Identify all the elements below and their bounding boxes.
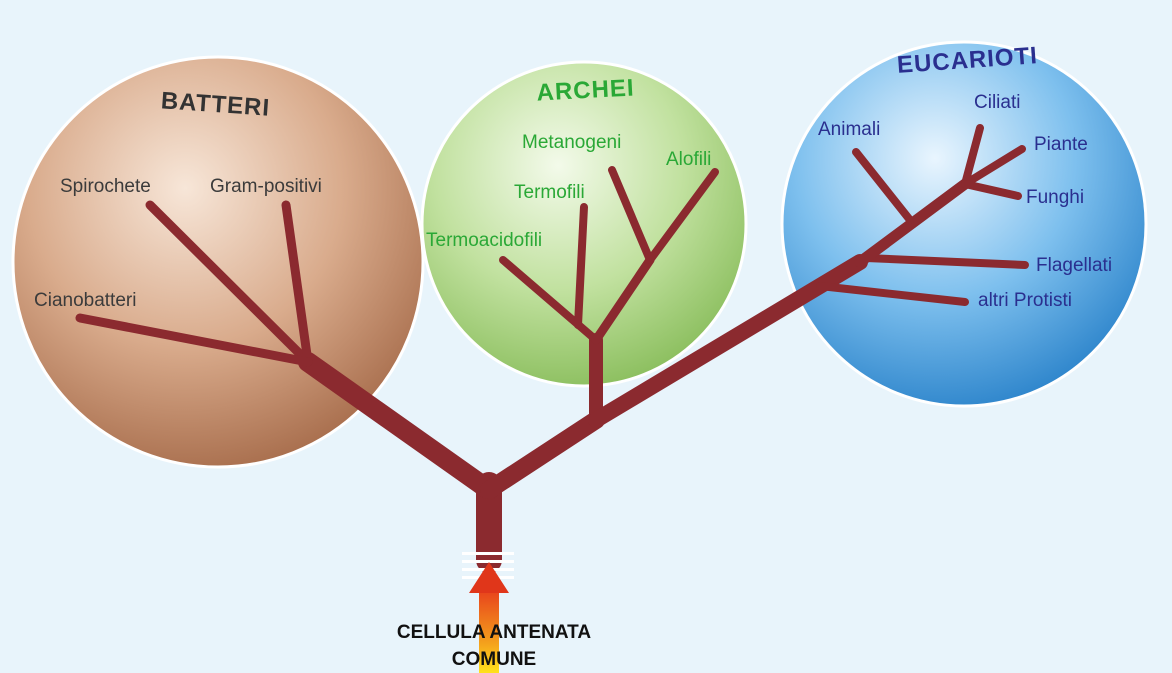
root-label-line1: CELLULA ANTENATA [397, 622, 591, 643]
leaf-spirochete: Spirochete [60, 176, 151, 197]
leaf-metanogeni: Metanogeni [522, 132, 621, 153]
leaf-funghi: Funghi [1026, 187, 1084, 208]
root-label-line2: COMUNE [452, 649, 536, 670]
archaea-title: ARCHEI [536, 74, 635, 106]
right-main-branch [489, 420, 596, 490]
leaf-cianobatteri: Cianobatteri [34, 290, 136, 311]
leaf-gram-positivi: Gram-positivi [210, 176, 322, 197]
leaf-animali: Animali [818, 119, 880, 140]
leaf-alofili: Alofili [666, 149, 711, 170]
leaf-termoacidofili: Termoacidofili [426, 230, 542, 251]
leaf-altri-protisti: altri Protisti [978, 290, 1072, 311]
leaf-piante: Piante [1034, 134, 1088, 155]
leaf-flagellati: Flagellati [1036, 255, 1112, 276]
leaf-ciliati: Ciliati [974, 92, 1020, 113]
eukaryote-sphere [782, 42, 1146, 406]
leaf-termofili: Termofili [514, 182, 585, 203]
